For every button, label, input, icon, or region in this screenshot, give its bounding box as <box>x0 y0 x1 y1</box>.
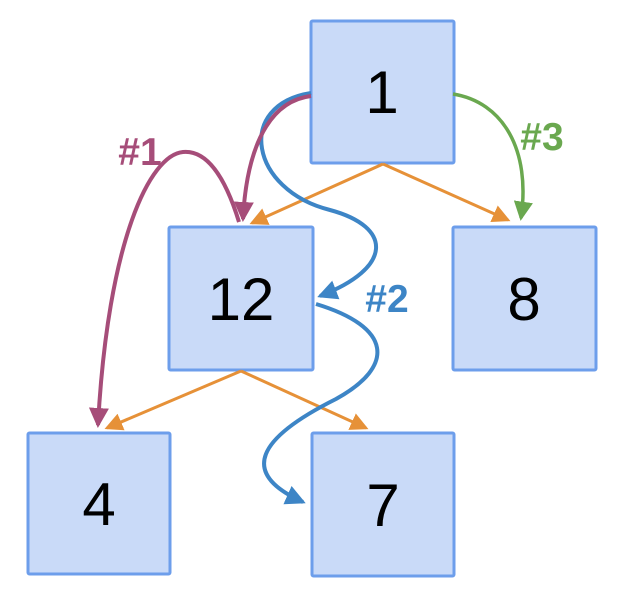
edge-12-to-7 <box>240 369 369 430</box>
step-labels: #1 #2 #3 <box>118 116 563 321</box>
node-12-value: 12 <box>208 266 275 333</box>
node-8-value: 8 <box>507 266 540 333</box>
node-4-value: 4 <box>82 471 115 538</box>
node-8-box <box>451 225 598 372</box>
arrow-1a-1-to-12 <box>233 94 312 222</box>
edge-1-to-8 <box>382 162 511 222</box>
node-7-box <box>310 431 456 578</box>
tree-nodes: 1 12 8 4 7 <box>26 19 598 578</box>
arrow-2b-12-to-7 <box>262 302 380 505</box>
node-7-value: 7 <box>366 472 399 539</box>
edge-1-to-12 <box>249 162 384 225</box>
step-2-label: #2 <box>365 278 408 321</box>
step-3-label: #3 <box>520 116 563 159</box>
tree-edges <box>104 162 511 431</box>
node-12-box <box>167 225 315 372</box>
node-1-value: 1 <box>365 59 398 126</box>
arrow-1b-12-to-4 <box>88 149 241 428</box>
edge-12-to-4 <box>104 369 242 431</box>
arrow-3-1-to-8 <box>452 92 533 221</box>
arrow-2a-1-to-12 <box>259 91 378 300</box>
node-4-box <box>26 431 172 576</box>
step-1-label: #1 <box>118 131 161 174</box>
step-arrows <box>88 91 533 505</box>
